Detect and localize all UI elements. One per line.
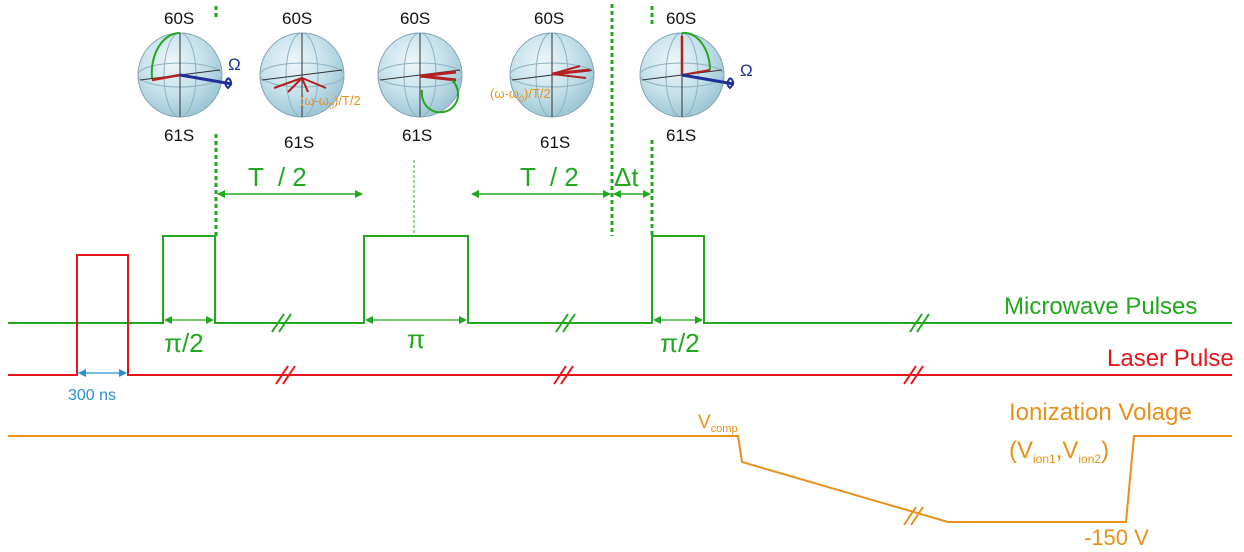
sphere5-omega-label: Ω bbox=[740, 61, 753, 80]
sphere2-detuning-tail: )/T/2 bbox=[334, 93, 361, 108]
laser-break-2 bbox=[553, 365, 574, 385]
ionization-trace bbox=[8, 435, 1232, 523]
pi-half-label-2: π/2 bbox=[660, 328, 700, 358]
sphere4-bottom-label: 61S bbox=[540, 133, 570, 152]
bloch-sphere-5 bbox=[639, 31, 735, 118]
vion2-sub: ion2 bbox=[1078, 452, 1101, 466]
sphere4-detuning-sub: 0 bbox=[519, 94, 524, 104]
microwave-break-3 bbox=[909, 313, 930, 333]
sphere5-bottom-label: 61S bbox=[666, 126, 696, 145]
t-half-label-1: T / 2 bbox=[248, 162, 307, 192]
delta-t-label: Δt bbox=[614, 162, 639, 192]
ionization-channel-label: Ionization Volage bbox=[1009, 399, 1192, 426]
vcomp-label: Vcomp bbox=[698, 412, 738, 435]
sphere5-top-label: 60S bbox=[666, 9, 696, 28]
microwave-break-2 bbox=[555, 313, 576, 333]
sphere2-bottom-label: 61S bbox=[284, 133, 314, 152]
sphere2-detuning-label: (ω-ω0)/T/2 bbox=[300, 93, 361, 111]
sphere4-detuning-main: (ω-ω bbox=[490, 86, 519, 101]
bloch-sphere-3 bbox=[377, 32, 463, 118]
pi-label: π bbox=[407, 324, 425, 354]
sphere1-top-label: 60S bbox=[164, 9, 194, 28]
t-half-label-2: T / 2 bbox=[520, 162, 579, 192]
microwave-break-1 bbox=[271, 313, 292, 333]
laser-trace bbox=[8, 254, 1232, 376]
vion-comma: ,V bbox=[1056, 437, 1079, 464]
bloch-sphere-2 bbox=[259, 32, 345, 118]
sphere3-top-label: 60S bbox=[400, 9, 430, 28]
laser-break-3 bbox=[903, 365, 924, 385]
vion-label: (Vion1,Vion2) bbox=[1009, 437, 1109, 466]
vion-open: (V bbox=[1009, 437, 1033, 464]
sphere4-detuning-tail: )/T/2 bbox=[524, 86, 551, 101]
sphere4-detuning-label: (ω-ω0)/T/2 bbox=[490, 86, 551, 104]
vcomp-main: V bbox=[698, 412, 711, 433]
ionization-break bbox=[903, 506, 924, 526]
bloch-sphere-4 bbox=[509, 32, 595, 118]
vcomp-sub: comp bbox=[711, 423, 738, 435]
sphere4-top-label: 60S bbox=[534, 9, 564, 28]
sphere3-bottom-label: 61S bbox=[402, 126, 432, 145]
microwave-channel-label: Microwave Pulses bbox=[1004, 293, 1197, 320]
sphere2-detuning-main: (ω-ω bbox=[300, 93, 329, 108]
laser-channel-label: Laser Pulse bbox=[1107, 345, 1234, 372]
laser-width-label: 300 ns bbox=[68, 387, 116, 404]
laser-break-1 bbox=[275, 365, 296, 385]
sphere1-bottom-label: 61S bbox=[164, 126, 194, 145]
pi-half-label-1: π/2 bbox=[164, 328, 204, 358]
vion1-sub: ion1 bbox=[1033, 452, 1056, 466]
sphere2-top-label: 60S bbox=[282, 9, 312, 28]
sphere1-omega-label: Ω bbox=[228, 55, 241, 74]
vion-close: ) bbox=[1101, 437, 1109, 464]
sphere2-detuning-sub: 0 bbox=[329, 101, 334, 111]
bloch-sphere-1 bbox=[137, 31, 233, 118]
minus150-label: -150 V bbox=[1084, 525, 1149, 550]
microwave-trace bbox=[8, 235, 1232, 324]
